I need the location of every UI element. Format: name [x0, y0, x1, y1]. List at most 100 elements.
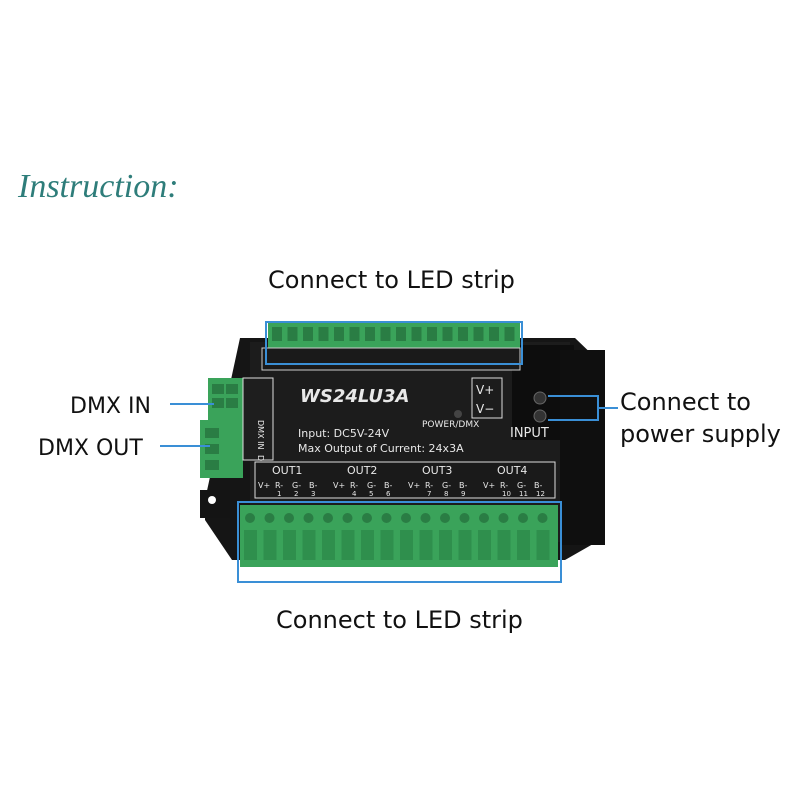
- channel-number: 10: [502, 490, 511, 498]
- terminal-slot: [283, 530, 296, 560]
- terminal-slot: [439, 530, 452, 560]
- callout-bottom-led-strip: Connect to LED strip: [276, 606, 523, 634]
- terminal-screw: [396, 327, 406, 341]
- pin-label: G-: [442, 481, 451, 490]
- terminal-screw: [303, 513, 314, 523]
- callout-power-line1: Connect to: [620, 388, 751, 416]
- pin-label: B-: [459, 481, 467, 490]
- callout-top-led-strip: Connect to LED strip: [268, 266, 515, 294]
- callout-dmx-in: DMX IN: [70, 394, 151, 419]
- terminal-screw: [473, 327, 484, 341]
- terminal-screw: [479, 513, 489, 523]
- terminal-screw: [401, 513, 411, 523]
- channel-number: 12: [536, 490, 545, 498]
- terminal-slot: [419, 530, 433, 560]
- terminal-screw: [458, 327, 468, 341]
- terminal-screw: [245, 513, 255, 523]
- terminal-slot: [361, 530, 374, 560]
- terminal-screw: [420, 513, 431, 523]
- terminal-slot: [302, 530, 316, 560]
- terminal-screw: [303, 327, 313, 341]
- terminal-screw: [498, 513, 509, 523]
- dmx-in-pin-label: DMX IN: [256, 420, 265, 449]
- input-label: INPUT: [510, 426, 549, 441]
- channel-number: 6: [386, 490, 391, 498]
- terminal-slot: [322, 530, 335, 560]
- mounting-hole: [208, 496, 216, 504]
- vminus-label: V−: [476, 402, 494, 416]
- dmx-in-terminal: [208, 378, 243, 420]
- terminal-screw: [411, 327, 422, 341]
- pin-label: V+: [333, 481, 345, 490]
- terminal-screw: [504, 327, 515, 341]
- power-terminal-label-box: [471, 377, 503, 419]
- channel-number: 4: [352, 490, 357, 498]
- terminal-slot: [458, 530, 472, 560]
- callout-dmx-out: DMX OUT: [38, 436, 143, 461]
- terminal-screw: [518, 513, 528, 523]
- power-dmx-label: POWER/DMX: [422, 420, 479, 430]
- callout-power-supply: Connect to power supply: [620, 386, 781, 450]
- terminal-slot: [341, 530, 355, 560]
- bottom-terminal-screws: [244, 513, 550, 560]
- terminal-screw: [272, 327, 282, 341]
- terminal-slot: [244, 530, 257, 560]
- pin-label: G-: [292, 481, 301, 490]
- terminal-screw: [380, 327, 391, 341]
- terminal-slot: [478, 530, 491, 560]
- mounting-tab: [200, 490, 230, 518]
- model-name: WS24LU3A: [300, 386, 409, 407]
- pin-label: R-: [275, 481, 283, 490]
- channel-number: 2: [294, 490, 298, 498]
- terminal-slot: [497, 530, 511, 560]
- bottom-label-panel: [254, 461, 556, 499]
- pin-label: G-: [517, 481, 526, 490]
- channel-number: 7: [427, 490, 431, 498]
- terminal-screw: [440, 513, 450, 523]
- terminal-screw: [323, 513, 333, 523]
- power-screw-terminals: [533, 391, 547, 423]
- output-label: OUT4: [497, 464, 527, 477]
- input-spec: Input: DC5V-24V: [298, 427, 390, 440]
- terminal-screw: [342, 513, 353, 523]
- bottom-strip-callout-box: [237, 501, 562, 583]
- terminal-slot: [380, 530, 394, 560]
- output-label: OUT3: [422, 464, 452, 477]
- terminal-screw: [489, 327, 499, 341]
- terminal-screw: [427, 327, 437, 341]
- channel-number: 11: [519, 490, 528, 498]
- top-terminal-screws: [272, 327, 515, 341]
- pin-label: B-: [534, 481, 542, 490]
- terminal-screw: [284, 513, 294, 523]
- pin-label: V+: [483, 481, 495, 490]
- dmx-out-terminal: [200, 420, 243, 478]
- output-label: OUT1: [272, 464, 302, 477]
- terminal-screw: [334, 327, 344, 341]
- channel-number: 5: [369, 490, 373, 498]
- pin-label: B-: [309, 481, 317, 490]
- channel-number: 8: [444, 490, 448, 498]
- top-strip-callout-box: [265, 321, 523, 365]
- pin-label: R-: [425, 481, 433, 490]
- terminal-screw: [365, 327, 375, 341]
- pin-label: R-: [350, 481, 358, 490]
- channel-number: 1: [277, 490, 281, 498]
- terminal-screw: [287, 327, 298, 341]
- terminal-screw: [459, 513, 470, 523]
- channel-number: 3: [311, 490, 315, 498]
- terminal-slot: [263, 530, 277, 560]
- power-led: [454, 410, 462, 418]
- page-title: Instruction:: [18, 168, 179, 205]
- dmx-label-panel: [242, 377, 274, 461]
- terminal-screw: [537, 513, 548, 523]
- pin-label: R-: [500, 481, 508, 490]
- pin-label: G-: [367, 481, 376, 490]
- terminal-screw: [362, 513, 372, 523]
- channel-number: 9: [461, 490, 465, 498]
- terminal-screw: [349, 327, 360, 341]
- output-spec: Max Output of Current: 24x3A: [298, 442, 464, 455]
- terminal-screw: [318, 327, 329, 341]
- right-side-panel: [560, 350, 605, 545]
